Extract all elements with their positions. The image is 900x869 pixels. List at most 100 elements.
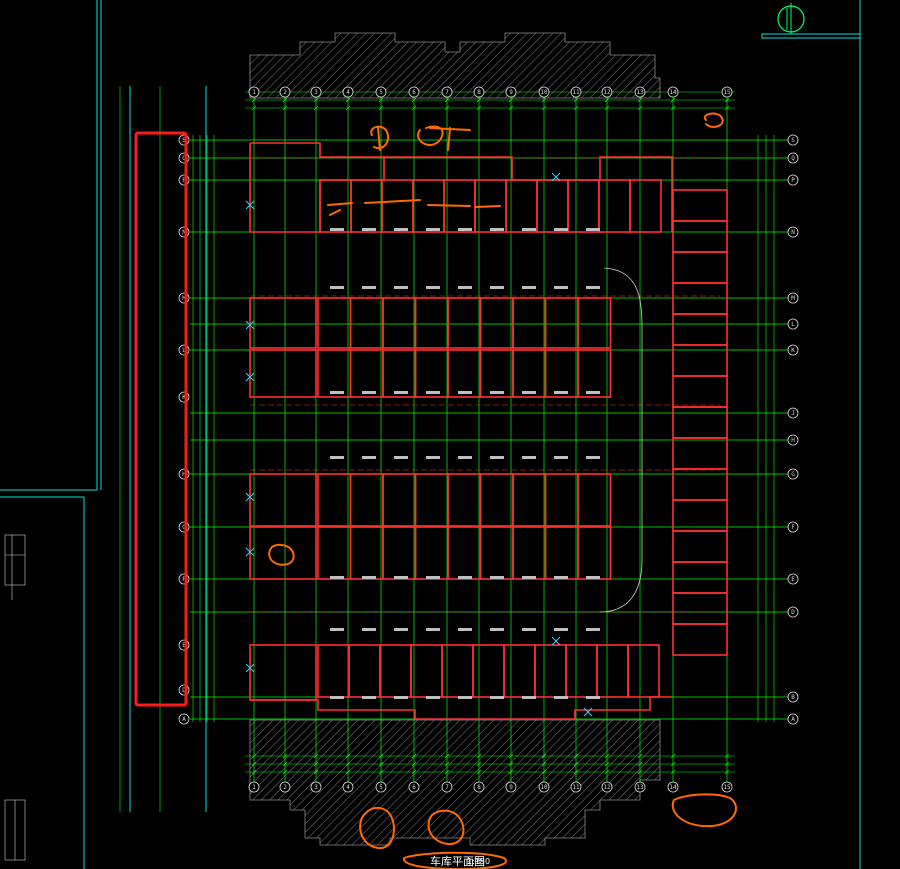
parking-bay-bottom <box>565 644 598 698</box>
room-east <box>672 189 728 222</box>
svg-text:P: P <box>791 177 795 184</box>
svg-text:13: 13 <box>636 784 644 791</box>
room-east <box>672 313 728 346</box>
parking-bay <box>479 349 514 398</box>
door-symbol-icon <box>245 547 255 557</box>
col-bubble-top: 2 <box>279 86 291 98</box>
svg-text:S: S <box>182 137 186 144</box>
row-bubble-right: G <box>787 468 799 480</box>
col-bubble-bottom: 9 <box>505 781 517 793</box>
room-east <box>672 592 728 625</box>
svg-text:Q: Q <box>791 155 795 162</box>
parking-bay <box>317 473 352 527</box>
parking-bay <box>577 473 612 527</box>
svg-text:P: P <box>182 177 186 184</box>
sheet-frame <box>0 0 861 869</box>
door-symbol-icon <box>245 320 255 330</box>
room-east <box>672 406 728 439</box>
svg-text:1: 1 <box>252 784 256 791</box>
door-symbol-icon <box>551 636 561 646</box>
room-east <box>672 251 728 284</box>
row-bubble-right: Q <box>787 152 799 164</box>
parking-bay <box>512 526 547 580</box>
col-bubble-bottom: 12 <box>601 781 613 793</box>
col-bubble-top: 12 <box>601 86 613 98</box>
col-bubble-top: 6 <box>408 86 420 98</box>
col-bubble-top: 9 <box>505 86 517 98</box>
svg-text:A: A <box>791 716 795 723</box>
parking-bay <box>544 473 579 527</box>
door-symbol-icon <box>245 663 255 673</box>
parking-bay <box>349 526 384 580</box>
parking-bay <box>544 297 579 349</box>
door-symbol-icon <box>245 200 255 210</box>
parking-bay-top <box>567 179 600 233</box>
svg-text:G: G <box>182 524 186 531</box>
col-bubble-bottom: 3 <box>310 781 322 793</box>
parking-bay <box>447 297 482 349</box>
col-bubble-bottom: 5 <box>375 781 387 793</box>
row-bubble-right: S <box>787 134 799 146</box>
svg-text:13: 13 <box>636 89 644 96</box>
svg-text:2: 2 <box>283 784 287 791</box>
parking-bay <box>349 473 384 527</box>
room-east <box>672 530 728 563</box>
svg-text:4: 4 <box>346 784 350 791</box>
svg-text:M: M <box>182 295 186 302</box>
parking-walls <box>249 142 728 720</box>
svg-text:1: 1 <box>252 89 256 96</box>
row-bubble-right: L <box>787 318 799 330</box>
parking-bay-top <box>319 179 352 233</box>
svg-text:K: K <box>182 394 186 401</box>
parking-bay <box>414 349 449 398</box>
parking-bay <box>382 526 417 580</box>
svg-text:6: 6 <box>412 89 416 96</box>
parking-bay <box>577 526 612 580</box>
parking-bay <box>414 297 449 349</box>
svg-text:N: N <box>182 229 186 236</box>
parking-bay <box>479 473 514 527</box>
col-bubble-bottom: 2 <box>279 781 291 793</box>
handwritten-markups <box>268 112 737 869</box>
door-symbol-icon <box>583 707 593 717</box>
parking-bay <box>447 473 482 527</box>
svg-text:L: L <box>791 321 795 328</box>
parking-bay <box>544 526 579 580</box>
svg-text:11: 11 <box>572 784 580 791</box>
parking-bay-bottom <box>410 644 443 698</box>
svg-text:E: E <box>182 642 186 649</box>
svg-text:4: 4 <box>346 89 350 96</box>
ramp-curve <box>599 267 643 613</box>
row-bubble-right: P <box>787 174 799 186</box>
parking-bay <box>382 349 417 398</box>
parking-bay-bottom <box>379 644 412 698</box>
svg-text:H: H <box>182 471 186 478</box>
col-bubble-bottom: 8 <box>473 781 485 793</box>
col-bubble-top: 4 <box>342 86 354 98</box>
svg-text:F: F <box>182 576 186 583</box>
room-east <box>672 282 728 315</box>
room-east <box>672 623 728 656</box>
col-bubble-top: 14 <box>667 86 679 98</box>
svg-text:15: 15 <box>723 89 731 96</box>
col-bubble-bottom: 1 <box>248 781 260 793</box>
svg-text:14: 14 <box>669 784 677 791</box>
row-bubble-right: H <box>787 434 799 446</box>
parking-bay <box>317 526 352 580</box>
col-bubble-top: 1 <box>248 86 260 98</box>
axis-bubbles: 1122334455667788991010111112121313141415… <box>178 86 799 793</box>
room-west <box>249 526 317 580</box>
room-east <box>672 437 728 470</box>
svg-text:7: 7 <box>445 784 449 791</box>
parking-bay-bottom <box>596 644 629 698</box>
room-east <box>672 375 728 408</box>
room-east <box>672 561 728 594</box>
parking-bay-top <box>629 179 662 233</box>
parking-bay <box>447 526 482 580</box>
room-east <box>672 220 728 253</box>
drawing-scale: 1:150 <box>467 857 490 866</box>
parking-bay-top <box>350 179 383 233</box>
parking-bay <box>317 349 352 398</box>
